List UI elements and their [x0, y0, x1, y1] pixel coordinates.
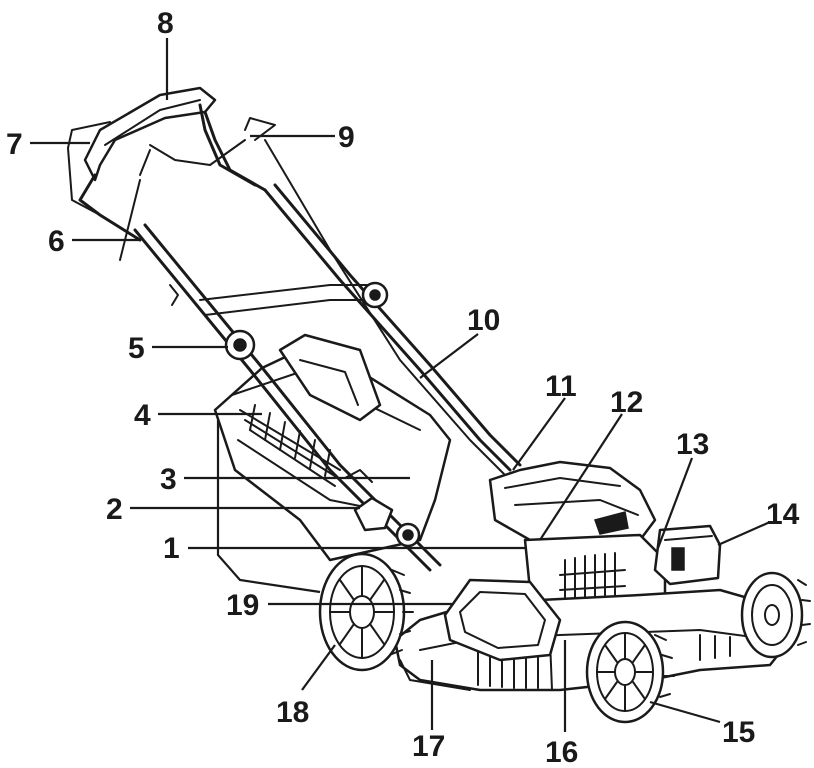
front-wheel-far	[740, 571, 811, 659]
engine-shroud	[488, 460, 657, 547]
leader-lines	[30, 38, 771, 732]
callout-label-6: 6	[48, 225, 65, 258]
rear-flap	[399, 659, 471, 691]
callout-label-7: 7	[6, 128, 23, 161]
rear-wheel	[318, 552, 414, 672]
callout-label-18: 18	[276, 696, 309, 729]
lawn-mower-illustration	[67, 86, 811, 724]
air-filter-box	[653, 524, 722, 586]
callout-label-10: 10	[467, 304, 500, 337]
callout-label-15: 15	[722, 716, 755, 749]
callout-label-2: 2	[106, 493, 123, 526]
callout-label-11: 11	[545, 370, 577, 403]
callout-label-16: 16	[545, 736, 578, 768]
callout-label-9: 9	[338, 121, 355, 154]
throttle-cable	[264, 139, 506, 476]
callout-label-12: 12	[610, 386, 643, 419]
lower-handle	[133, 183, 522, 572]
starter-grip	[353, 496, 394, 532]
callout-label-5: 5	[128, 332, 145, 365]
callout-label-17: 17	[412, 730, 445, 763]
handle-knob-right	[361, 281, 389, 309]
front-wheel	[585, 620, 675, 724]
handle-knob-lower	[395, 522, 421, 548]
callout-label-13: 13	[676, 428, 709, 461]
callout-label-14: 14	[766, 498, 800, 531]
callout-label-1: 1	[163, 532, 180, 565]
handle-knob	[224, 329, 256, 361]
callout-label-4: 4	[134, 399, 151, 432]
callout-label-3: 3	[160, 463, 177, 496]
upper-handle	[78, 86, 267, 242]
side-discharge-flap	[443, 578, 562, 662]
callout-label-19: 19	[226, 589, 259, 622]
callout-label-8: 8	[157, 7, 174, 40]
callout-labels: 1 2 3 4 5 6 7 8 9 10 11 12 13 14 15 16 1…	[6, 7, 800, 768]
